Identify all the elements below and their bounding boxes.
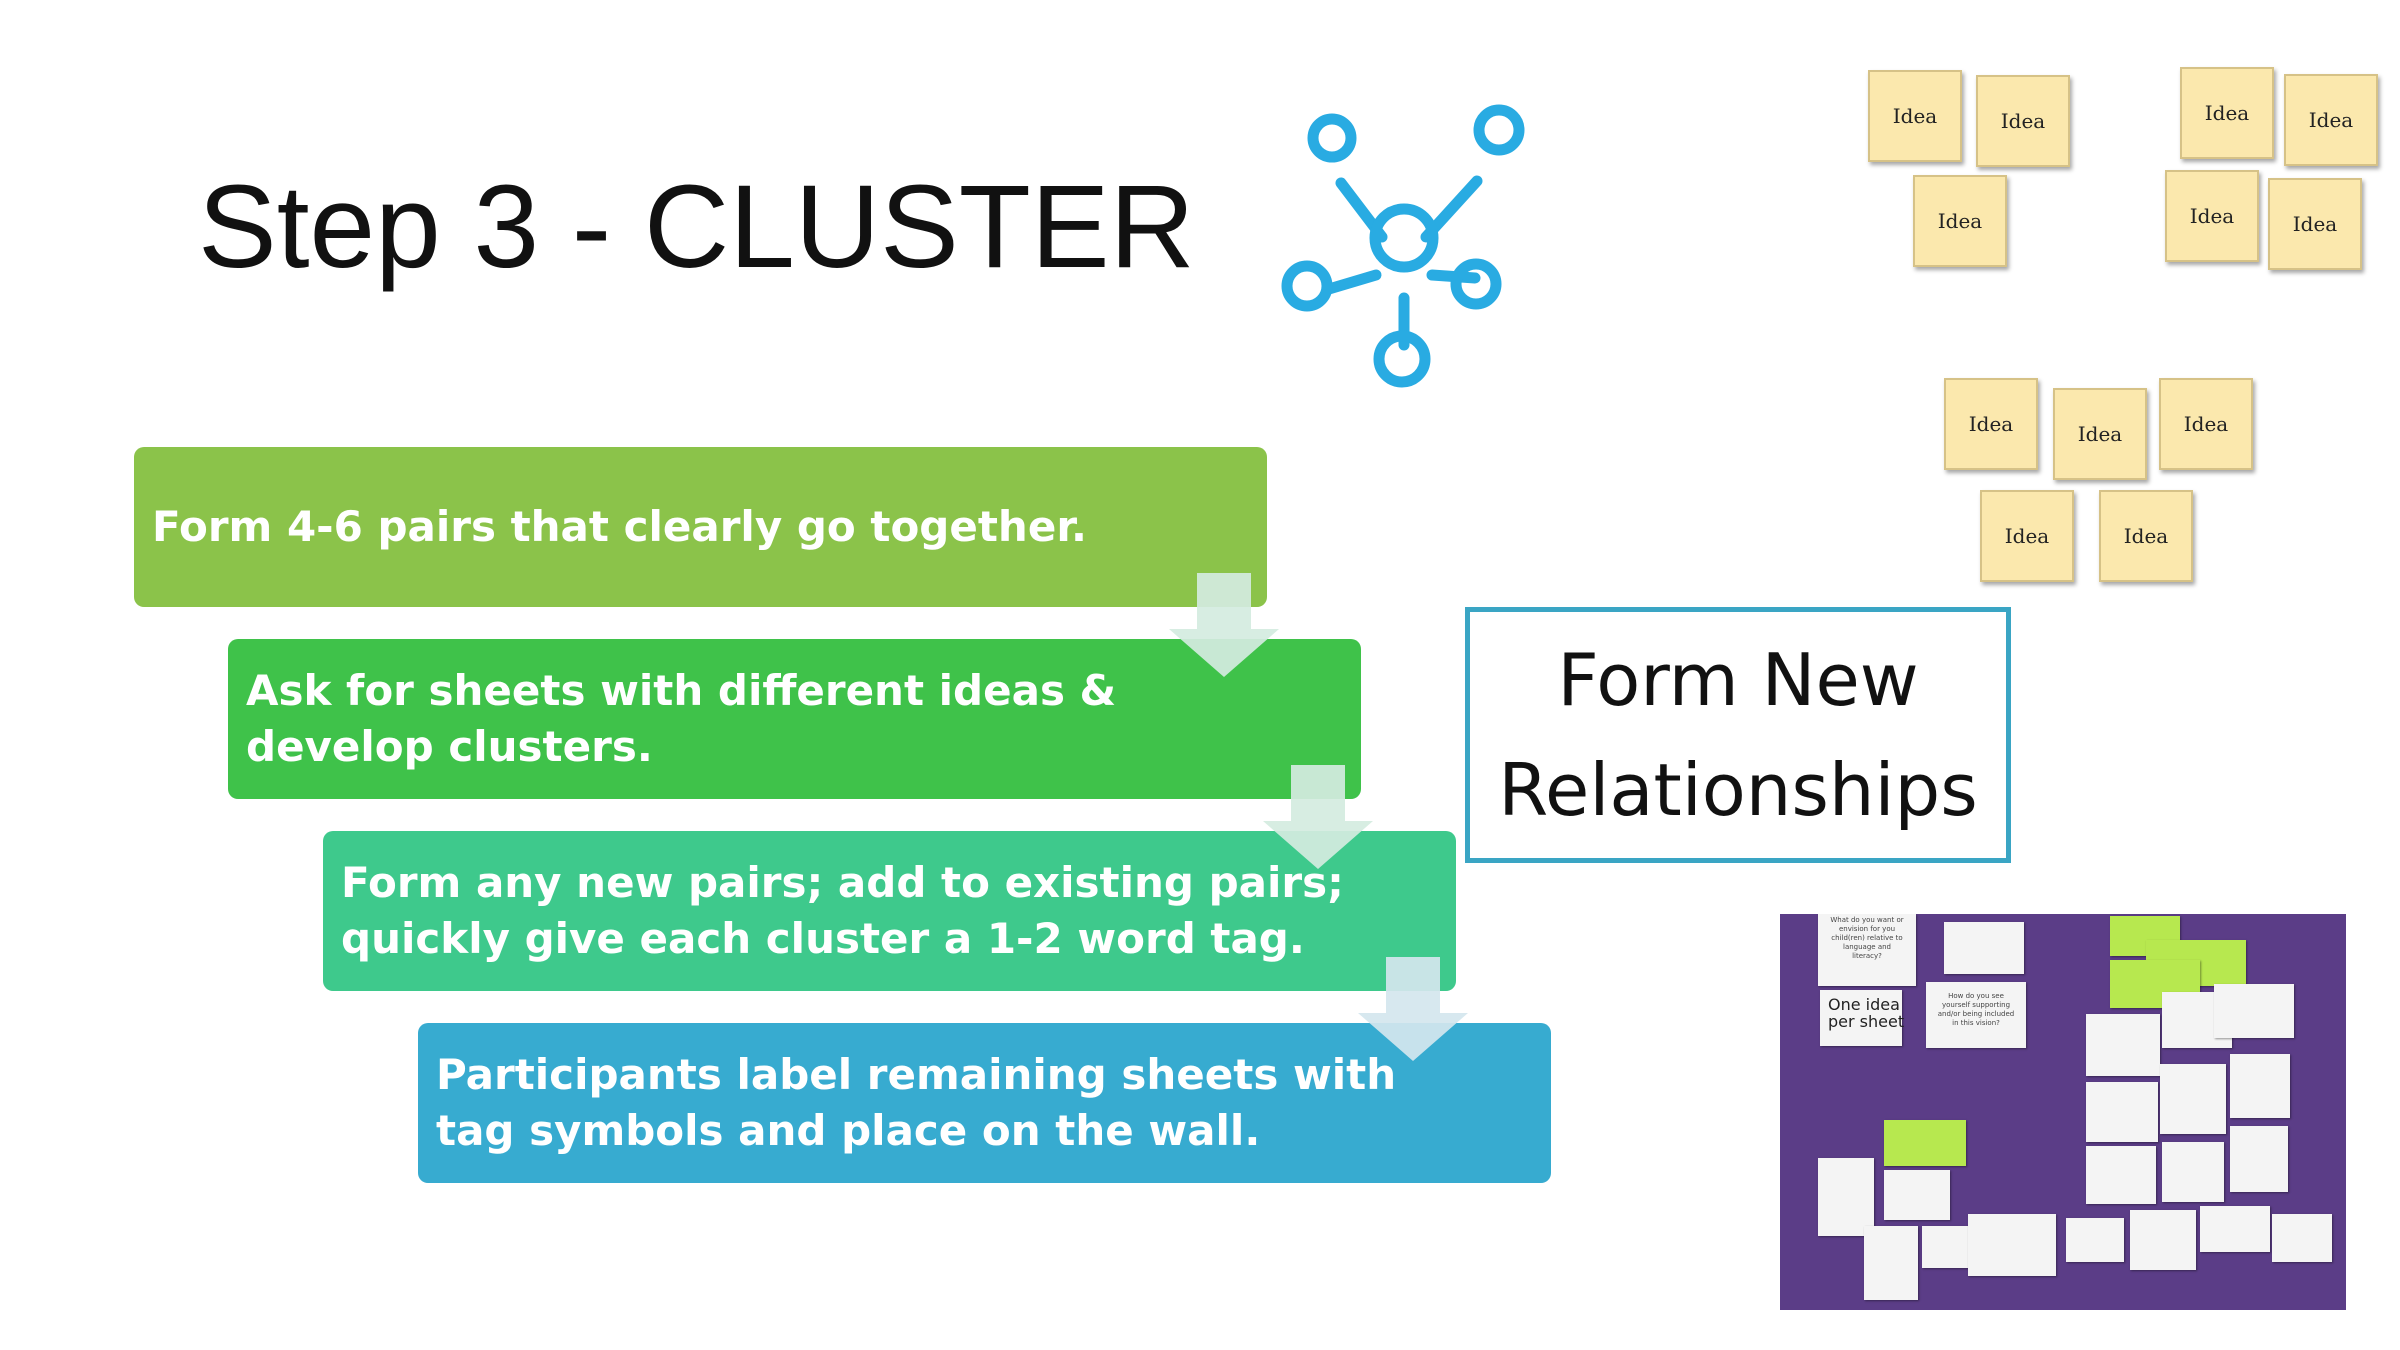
sheet <box>1864 1226 1918 1300</box>
question-sheet: How do you see yourself supporting and/o… <box>1926 982 2026 1048</box>
sheet <box>2086 1082 2158 1142</box>
handwritten-line: per sheet <box>1828 1012 1905 1031</box>
sheet <box>2230 1054 2290 1118</box>
sheet <box>2272 1214 2332 1262</box>
sheet <box>1968 1214 2056 1276</box>
sticky-note: Idea <box>1944 378 2038 470</box>
sheet <box>2230 1126 2288 1192</box>
question-text-line: How do you see <box>1948 992 2004 1000</box>
sticky-note: Idea <box>2268 178 2362 270</box>
sticky-note: Idea <box>2053 388 2147 480</box>
callout-box: Form New Relationships <box>1465 607 2011 863</box>
question-text-line: and/or being included <box>1937 1010 2015 1018</box>
sheet <box>2130 1210 2196 1270</box>
sticky-note: Idea <box>1913 175 2007 267</box>
sticky-note: Idea <box>1868 70 1962 162</box>
question-text-line: yourself supporting <box>1941 1001 2011 1009</box>
step-1-box: Form 4-6 pairs that clearly go together. <box>134 447 1267 607</box>
sheet <box>2086 1014 2160 1076</box>
step-4-text-line-2: tag symbols and place on the wall. <box>436 1106 1261 1155</box>
sheet <box>1944 922 2024 974</box>
wall-photo: What do you want or envision for you chi… <box>1780 914 2346 1310</box>
network-cluster-icon <box>1281 104 1525 388</box>
question-sheet: What do you want or envision for you chi… <box>1818 914 1916 986</box>
sheet <box>1884 1170 1950 1220</box>
sticky-note: Idea <box>2284 74 2378 166</box>
step-1-text: Form 4-6 pairs that clearly go together. <box>152 502 1087 551</box>
slide-title: Step 3 - CLUSTER <box>198 161 1195 293</box>
question-text-line: What do you want or <box>1830 916 1904 924</box>
question-text-line: child(ren) relative to <box>1831 934 1903 942</box>
sticky-note: Idea <box>2165 170 2259 262</box>
handwritten-line: One idea <box>1828 995 1900 1014</box>
callout-line-1: Form New <box>1557 638 1919 722</box>
question-text-line: literacy? <box>1852 952 1882 960</box>
sheet <box>2200 1206 2270 1252</box>
down-arrow-icon <box>1169 573 1279 677</box>
sticky-note: Idea <box>1980 490 2074 582</box>
question-text-line: envision for you <box>1838 925 1896 933</box>
step-4-box: Participants label remaining sheets with… <box>418 1023 1551 1183</box>
sheet <box>1818 1158 1874 1236</box>
sheet <box>2086 1146 2156 1204</box>
question-text-line: in this vision? <box>1952 1019 2000 1027</box>
down-arrow-icon <box>1358 957 1468 1061</box>
instruction-sheet: One idea per sheet <box>1820 990 1905 1046</box>
step-2-text-line-1: Ask for sheets with different ideas & <box>246 666 1117 715</box>
step-3-text-line-1: Form any new pairs; add to existing pair… <box>341 858 1344 907</box>
step-2-box: Ask for sheets with different ideas & de… <box>228 639 1361 799</box>
step-3-text-line-2: quickly give each cluster a 1-2 word tag… <box>341 914 1305 963</box>
callout-line-2: Relationships <box>1498 748 1978 832</box>
step-4-text-line-1: Participants label remaining sheets with <box>436 1050 1397 1099</box>
question-text-line: language and <box>1843 943 1891 951</box>
sticky-note: Idea <box>2159 378 2253 470</box>
down-arrow-icon <box>1263 765 1373 869</box>
sticky-note: Idea <box>1976 75 2070 167</box>
tag-sheet <box>1884 1120 1966 1166</box>
sticky-note: Idea <box>2180 67 2274 159</box>
step-3-box: Form any new pairs; add to existing pair… <box>323 831 1456 991</box>
sticky-note: Idea <box>2099 490 2193 582</box>
sheet <box>2162 1142 2224 1202</box>
sheet <box>2214 984 2294 1038</box>
sheet <box>2066 1218 2124 1262</box>
step-2-text-line-2: develop clusters. <box>246 722 653 771</box>
sheet <box>2160 1064 2226 1134</box>
